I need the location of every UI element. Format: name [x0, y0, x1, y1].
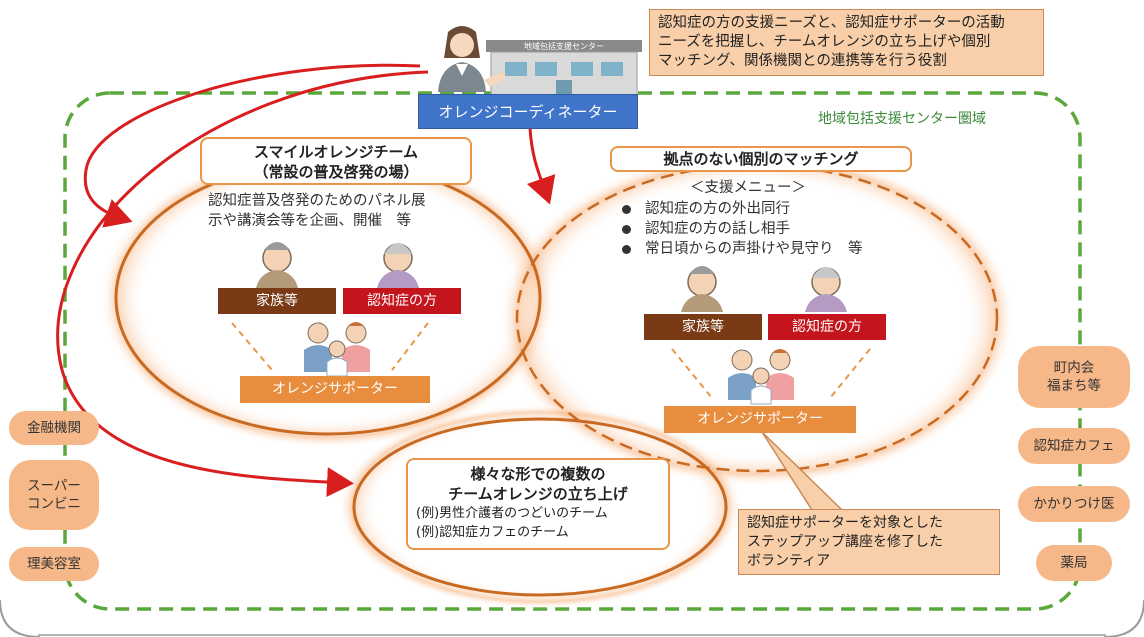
frame-corner-left — [0, 599, 41, 637]
org-supermarket-convenience: スーパー コンビニ — [9, 460, 99, 530]
coordinator-label: オレンジコーディネーター — [418, 94, 638, 129]
org-label: スーパー — [27, 478, 81, 494]
org-label: 認知症カフェ — [1033, 438, 1115, 454]
role-callout-line: 認知症の方の支援ニーズと、認知症サポーターの活動 — [658, 15, 1005, 31]
multi-team-title-line: 様々な形での複数の — [470, 465, 606, 483]
coordinator-person-icon — [438, 26, 506, 92]
role-callout: 認知症の方の支援ニーズと、認知症サポーターの活動 ニーズを把握し、チームオレンジ… — [649, 9, 1044, 76]
arrow-to-multi-team — [56, 70, 429, 498]
support-menu-item: 認知症の方の話し相手 — [618, 219, 863, 239]
multi-team-box: 様々な形での複数の チームオレンジの立ち上げ (例)男性介護者のつどいのチーム … — [406, 458, 670, 550]
connector-line — [391, 322, 429, 371]
patient-icon — [805, 267, 847, 312]
smile-team-desc-line: 示や講演会等を企画、開催 等 — [208, 213, 411, 229]
family-label: 家族等 — [644, 314, 762, 340]
support-menu-title: ＜支援メニュー＞ — [690, 180, 806, 196]
matching-title: 拠点のない個別のマッチング — [610, 146, 912, 172]
support-menu-list: 認知症の方の外出同行 認知症の方の話し相手 常日頃からの声掛けや見守り 等 — [618, 199, 863, 259]
support-menu-item: 常日頃からの声掛けや見守り 等 — [618, 239, 863, 259]
family-member-icon — [256, 242, 298, 288]
org-pharmacy: 薬局 — [1036, 545, 1112, 581]
support-menu-item-text: 認知症の方の話し相手 — [645, 221, 790, 237]
family-label: 家族等 — [218, 288, 336, 314]
patient-label: 認知症の方 — [768, 314, 886, 340]
role-callout-line: マッチング、関係機関との連携等を行う役割 — [658, 53, 947, 69]
volunteer-callout-line: 認知症サポーターを対象とした — [747, 515, 943, 531]
patient-icon — [377, 243, 419, 288]
matching-ring — [515, 163, 999, 473]
org-financial-institution: 金融機関 — [9, 411, 99, 445]
org-label: 金融機関 — [27, 420, 81, 436]
org-label: 福まち等 — [1047, 378, 1101, 394]
arrow-to-smile-team — [83, 63, 421, 228]
support-menu-item-text: 常日頃からの声掛けや見守り 等 — [645, 241, 863, 257]
org-barber-salon: 理美容室 — [9, 547, 99, 581]
support-menu-item: 認知症の方の外出同行 — [618, 199, 863, 219]
org-label: 理美容室 — [27, 556, 81, 572]
smile-team-title-line: スマイルオレンジチーム — [253, 143, 419, 161]
bullet-icon — [622, 244, 631, 254]
org-label: 薬局 — [1060, 555, 1088, 571]
smile-team-desc-line: 認知症普及啓発のためのパネル展 — [208, 193, 426, 209]
org-neighborhood-association: 町内会 福まち等 — [1018, 346, 1130, 408]
bullet-icon — [622, 224, 631, 234]
smile-team-title-line: （常設の普及啓発の場） — [253, 163, 419, 181]
patient-label: 認知症の方 — [343, 288, 461, 314]
role-callout-line: ニーズを把握し、チームオレンジの立ち上げや個別 — [658, 34, 991, 50]
support-menu-item-text: 認知症の方の外出同行 — [645, 201, 790, 217]
org-dementia-cafe: 認知症カフェ — [1018, 428, 1130, 464]
smile-team-description: 認知症普及啓発のためのパネル展 示や講演会等を企画、開催 等 — [208, 191, 426, 231]
multi-team-title-line: チームオレンジの立ち上げ — [448, 485, 628, 503]
multi-team-example: (例)認知症カフェのチーム — [416, 525, 569, 540]
arrow-to-matching — [526, 127, 556, 205]
supporters-group-icon — [728, 349, 794, 405]
smile-team-title: スマイルオレンジチーム （常設の普及啓発の場） — [200, 137, 472, 185]
org-label: コンビニ — [27, 496, 81, 512]
area-label: 地域包括支援センター圏域 — [818, 111, 986, 127]
building-icon — [486, 40, 642, 97]
family-member-icon — [681, 266, 723, 312]
supporter-label: オレンジサポーター — [664, 406, 856, 433]
supporters-group-icon — [304, 322, 370, 377]
org-family-doctor: かかりつけ医 — [1018, 486, 1130, 522]
volunteer-callout-line: ボランティア — [747, 553, 831, 569]
org-label: 町内会 — [1053, 360, 1095, 376]
bullet-icon — [622, 204, 631, 214]
multi-team-example: (例)男性介護者のつどいのチーム — [416, 506, 608, 521]
supporter-label: オレンジサポーター — [240, 376, 430, 403]
org-label: かかりつけ医 — [1033, 496, 1115, 512]
frame-corner-right — [1103, 599, 1144, 637]
volunteer-callout-line: ステップアップ講座を修了した — [747, 534, 943, 550]
building-sign: 地域包括支援センター — [524, 42, 604, 51]
multi-team-ring — [352, 417, 728, 597]
volunteer-callout: 認知症サポーターを対象とした ステップアップ講座を修了した ボランティア — [738, 509, 1000, 575]
